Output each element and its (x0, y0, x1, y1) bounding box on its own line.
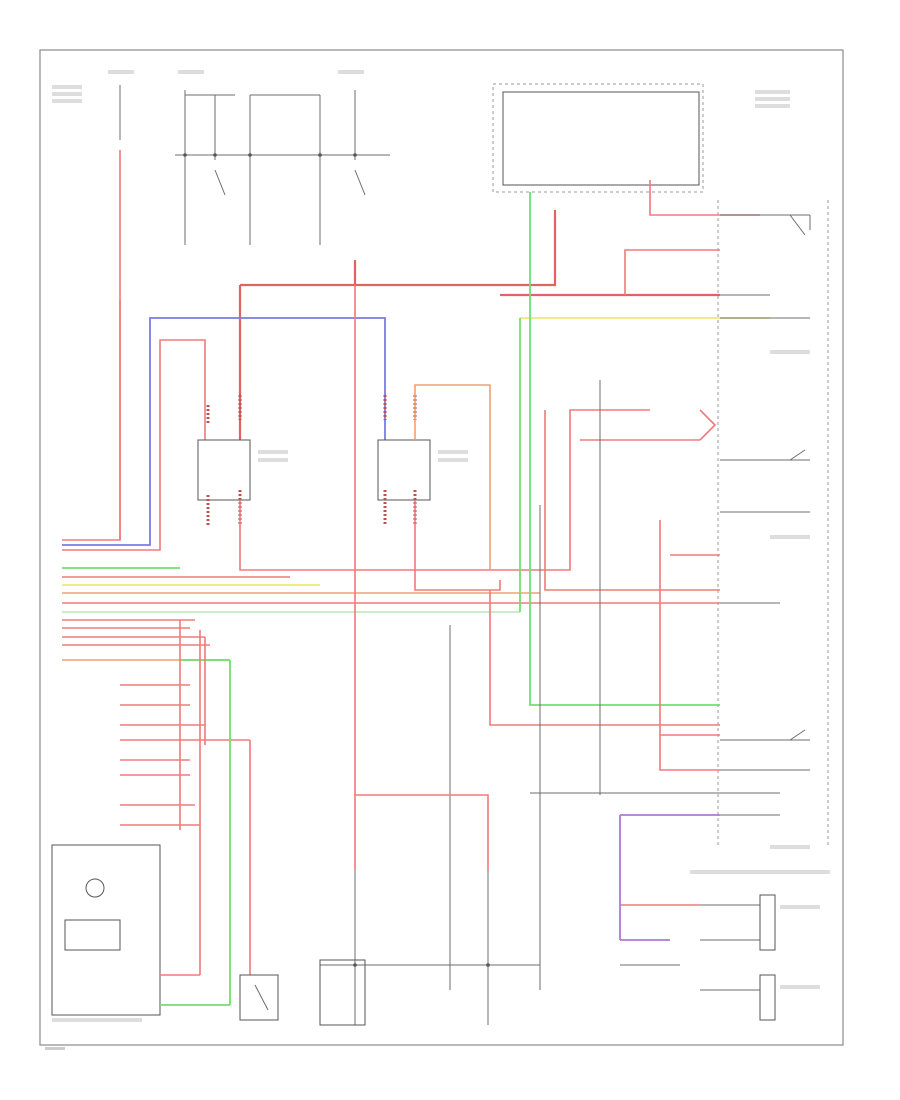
left-harness (62, 567, 720, 661)
feed-wire-left-2 (62, 300, 121, 541)
relay-left (197, 439, 251, 501)
right-red-wires (489, 180, 760, 771)
center-bottom (319, 285, 720, 1026)
wire-green-long (529, 192, 720, 706)
bottom-right-modules (619, 814, 776, 1021)
fuse-group-left (119, 85, 390, 245)
wire-red-relay-out (239, 409, 650, 571)
bus-red-top (240, 210, 557, 287)
relay-right (377, 439, 431, 501)
wire-blue (62, 317, 386, 546)
left-bottom-components (51, 620, 279, 1021)
decorative-labels (45, 70, 830, 1050)
wire-red-relay-out-2 (414, 500, 501, 591)
fuse-box-top-right (492, 83, 704, 193)
right-gray-wires (720, 214, 811, 816)
wire-red-loop (62, 339, 206, 551)
relay-box-inner (502, 91, 700, 186)
wire-orange (414, 384, 491, 570)
diagram-frame (39, 49, 844, 1046)
